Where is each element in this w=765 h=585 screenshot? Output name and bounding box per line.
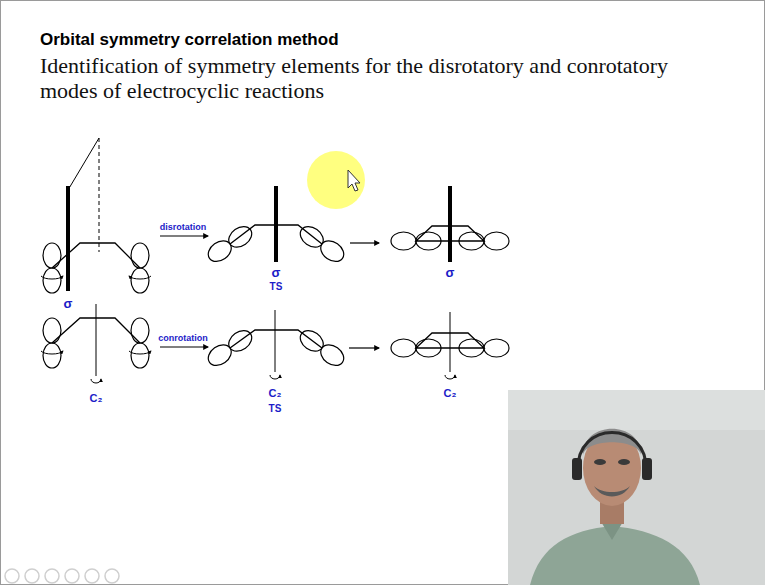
symmetry-label: C₂ bbox=[269, 387, 282, 399]
reaction-arrow bbox=[160, 346, 208, 347]
presenter-video bbox=[508, 390, 765, 585]
player-icons bbox=[5, 569, 119, 583]
cyclobutene-product bbox=[391, 312, 509, 379]
symmetry-label: C₂ bbox=[90, 392, 103, 404]
mode-label: conrotation bbox=[158, 333, 208, 343]
disrotatory-ts bbox=[204, 186, 347, 266]
mouse-cursor bbox=[348, 170, 360, 191]
cyclobutene-product bbox=[391, 186, 509, 262]
symmetry-label: σ bbox=[272, 265, 281, 280]
reaction-arrow bbox=[160, 235, 208, 236]
symmetry-label: σ bbox=[446, 265, 455, 280]
symmetry-label: σ bbox=[64, 296, 73, 311]
mode-label: disrotation bbox=[160, 222, 207, 232]
conrotatory-ts bbox=[204, 310, 347, 379]
slide-subtitle: Identification of symmetry elements for … bbox=[40, 53, 690, 103]
ts-label: TS bbox=[270, 281, 283, 292]
reaction-arrow bbox=[350, 242, 379, 243]
symmetry-label: C₂ bbox=[444, 387, 457, 399]
reaction-arrow bbox=[349, 347, 379, 348]
ts-label: TS bbox=[269, 403, 282, 414]
slide-title: Orbital symmetry correlation method bbox=[40, 30, 339, 50]
butadiene-reactant bbox=[41, 304, 151, 383]
cursor-highlight bbox=[307, 151, 365, 209]
butadiene-reactant bbox=[41, 138, 151, 293]
